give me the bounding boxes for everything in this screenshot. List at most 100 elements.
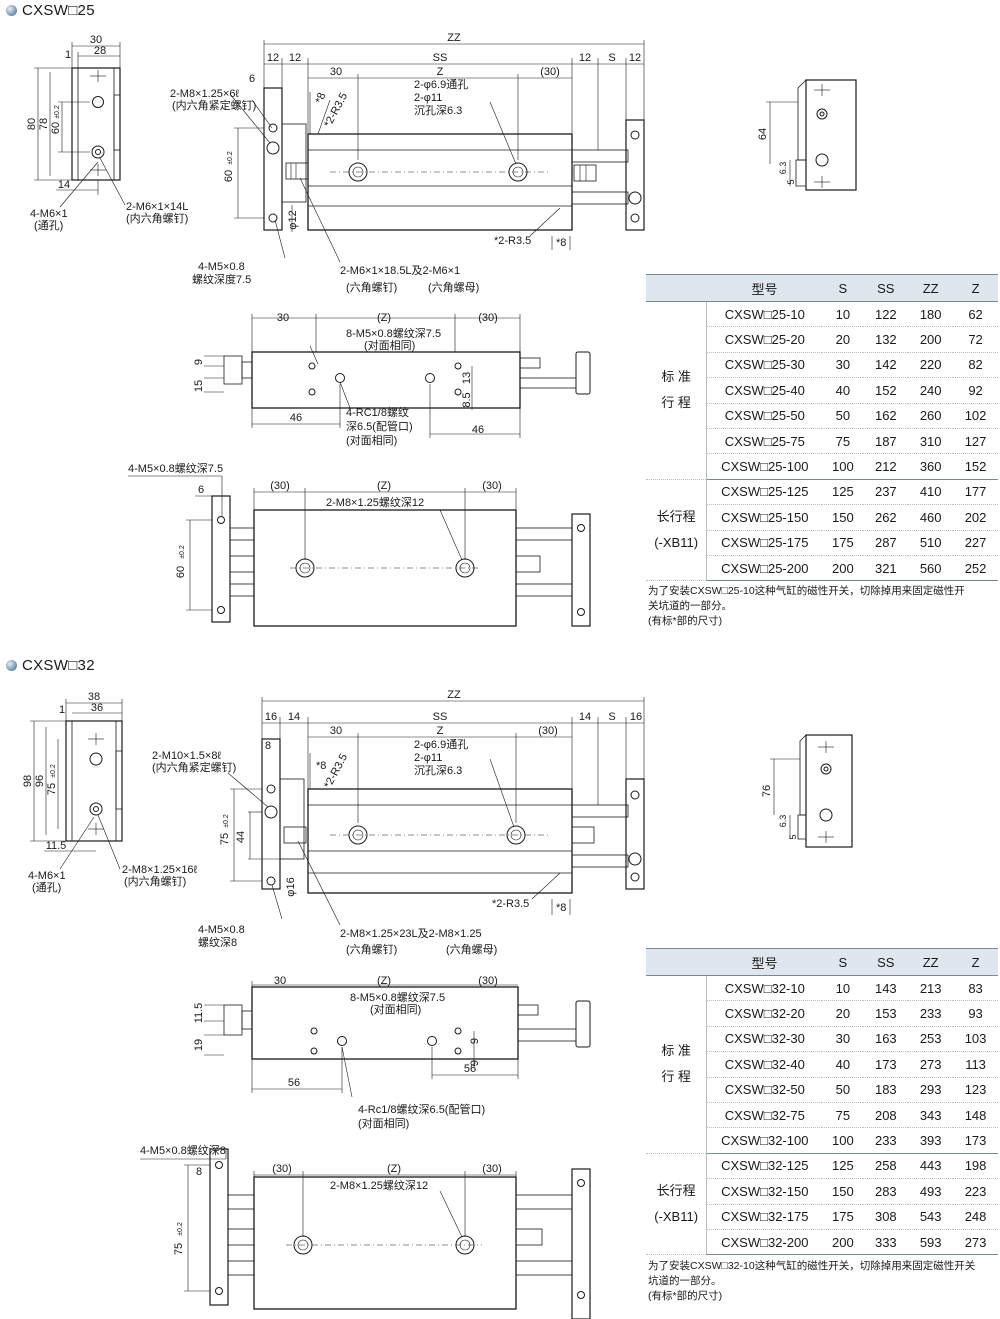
value-cell: 100	[822, 453, 864, 480]
stroke-group-label: 标 准 行 程	[646, 301, 708, 480]
value-cell: 177	[953, 479, 998, 506]
dim-ss: SS	[433, 711, 448, 723]
value-cell: 240	[908, 377, 954, 404]
labels-32: 38 36 1 98 96 75 ±0.2 11.5 4-M6×1 (通孔) 2…	[22, 689, 798, 1255]
dim-side-115: 11.5	[46, 840, 67, 852]
dim-plan-46a: 46	[290, 412, 302, 424]
dim-16a: 16	[265, 711, 277, 723]
label-m6-thru: 4-M6×1	[28, 870, 66, 882]
drawing-cxsw32: 38 36 1 98 96 75 ±0.2 11.5 4-M6×1 (通孔) 2…	[22, 689, 853, 1319]
value-cell: 102	[953, 403, 998, 429]
value-cell: 175	[822, 530, 864, 556]
dim-plan-30: 30	[277, 312, 289, 324]
value-cell: 113	[953, 1051, 998, 1078]
label-hole3: 沉孔深6.3	[414, 104, 462, 117]
dim-h75-tol: ±0.2	[223, 814, 230, 828]
dim-bottom-75-tol: ±0.2	[177, 1222, 184, 1236]
label-m6-bolt: 2-M6×1×14L	[126, 201, 188, 213]
label-plan-rc2: 深6.5(配管口)	[346, 419, 413, 433]
label-m8-setscrew: 2-M8×1.25×6ℓ	[170, 88, 239, 100]
value-cell: 10	[822, 301, 864, 328]
header-ss: SS	[863, 274, 909, 302]
value-cell: 227	[953, 530, 998, 556]
value-cell: 220	[908, 352, 954, 379]
value-cell: 152	[953, 453, 998, 480]
label-m6-thru-sub: (通孔)	[34, 219, 63, 232]
dim-6: 6	[249, 73, 255, 85]
value-cell: 233	[863, 1127, 909, 1154]
section-cxsw25: CXSW□25	[0, 0, 1000, 640]
value-cell: 92	[953, 377, 998, 404]
label-m8-bolt-sub: (内六角螺钉)	[124, 874, 186, 888]
label-m6-nut-sub1: (六角螺钉)	[346, 281, 397, 294]
label-m8-nut-sub1: (六角螺钉)	[346, 943, 397, 956]
model-cell: CXSW□32-200	[706, 1229, 823, 1256]
dim-12a: 12	[267, 52, 279, 64]
value-cell: 202	[953, 504, 998, 531]
header-s: S	[822, 274, 864, 302]
model-cell: CXSW□32-30	[706, 1026, 823, 1053]
value-cell: 273	[953, 1229, 998, 1256]
bullet-icon	[6, 5, 17, 16]
dim-side-width2: 28	[94, 45, 106, 57]
label-bottom-m8: 2-M8×1.25螺纹深12	[330, 1178, 428, 1192]
dim-side-height: 80	[26, 118, 38, 130]
value-cell: 40	[822, 377, 864, 404]
dim-side-96: 96	[34, 775, 46, 787]
dim-z: Z	[437, 725, 444, 737]
label-plan-m5-sub: (对面相同)	[364, 338, 415, 352]
value-cell: 321	[863, 555, 909, 582]
dim-s: S	[608, 52, 615, 64]
dim-h44: 44	[235, 831, 247, 843]
value-cell: 393	[908, 1127, 954, 1154]
value-cell: 125	[822, 479, 864, 506]
dim-bottom-8: 8	[196, 1166, 202, 1178]
dim-bottom-60: 60	[175, 566, 187, 578]
value-cell: 460	[908, 504, 954, 531]
value-cell: 173	[953, 1127, 998, 1154]
dim-bottom-30a: (30)	[270, 480, 290, 492]
dim-plan-30: 30	[274, 975, 286, 987]
value-cell: 223	[953, 1178, 998, 1205]
dim-plan-13: 13	[461, 372, 473, 384]
value-cell: 10	[822, 975, 864, 1002]
value-cell: 253	[908, 1026, 954, 1053]
dim-h60: 60	[223, 170, 235, 182]
header-model: 型号	[706, 948, 823, 976]
dim-star8: *8	[314, 91, 329, 105]
value-cell: 310	[908, 428, 954, 455]
value-cell: 258	[863, 1153, 909, 1180]
stroke-group-label: 标 准 行 程	[646, 975, 708, 1154]
dim-16b: 16	[630, 711, 642, 723]
value-cell: 153	[863, 1000, 909, 1027]
section-title-text: CXSW□25	[22, 2, 95, 19]
value-cell: 237	[863, 479, 909, 506]
dim-bottom-75: 75	[173, 1243, 185, 1255]
label-hole3: 沉孔深6.3	[414, 764, 462, 777]
side-plate	[77, 67, 115, 181]
plan-body	[251, 351, 521, 409]
plan-view	[204, 981, 591, 1098]
value-cell: 127	[953, 428, 998, 455]
header-blank	[646, 948, 707, 976]
label-m5-sub: 螺纹深度7.5	[192, 272, 251, 286]
value-cell: 100	[822, 1127, 864, 1154]
header-zz: ZZ	[908, 948, 954, 976]
dim-plan-9b: 9	[469, 1060, 481, 1066]
label-hole2: 2-φ11	[414, 752, 442, 764]
value-cell: 93	[953, 1000, 998, 1027]
label-hole1: 2-φ6.9通孔	[414, 78, 468, 91]
side-hole-inner	[95, 149, 101, 155]
value-cell: 83	[953, 975, 998, 1002]
bottom-view	[140, 1148, 591, 1319]
value-cell: 152	[863, 377, 909, 404]
stroke-group-label: 长行程 (-XB11)	[646, 1153, 708, 1256]
value-cell: 543	[908, 1204, 954, 1230]
bottom-left-plate	[211, 495, 231, 623]
plan-view	[204, 314, 591, 438]
value-cell: 213	[908, 975, 954, 1002]
dim-ss: SS	[433, 52, 448, 64]
